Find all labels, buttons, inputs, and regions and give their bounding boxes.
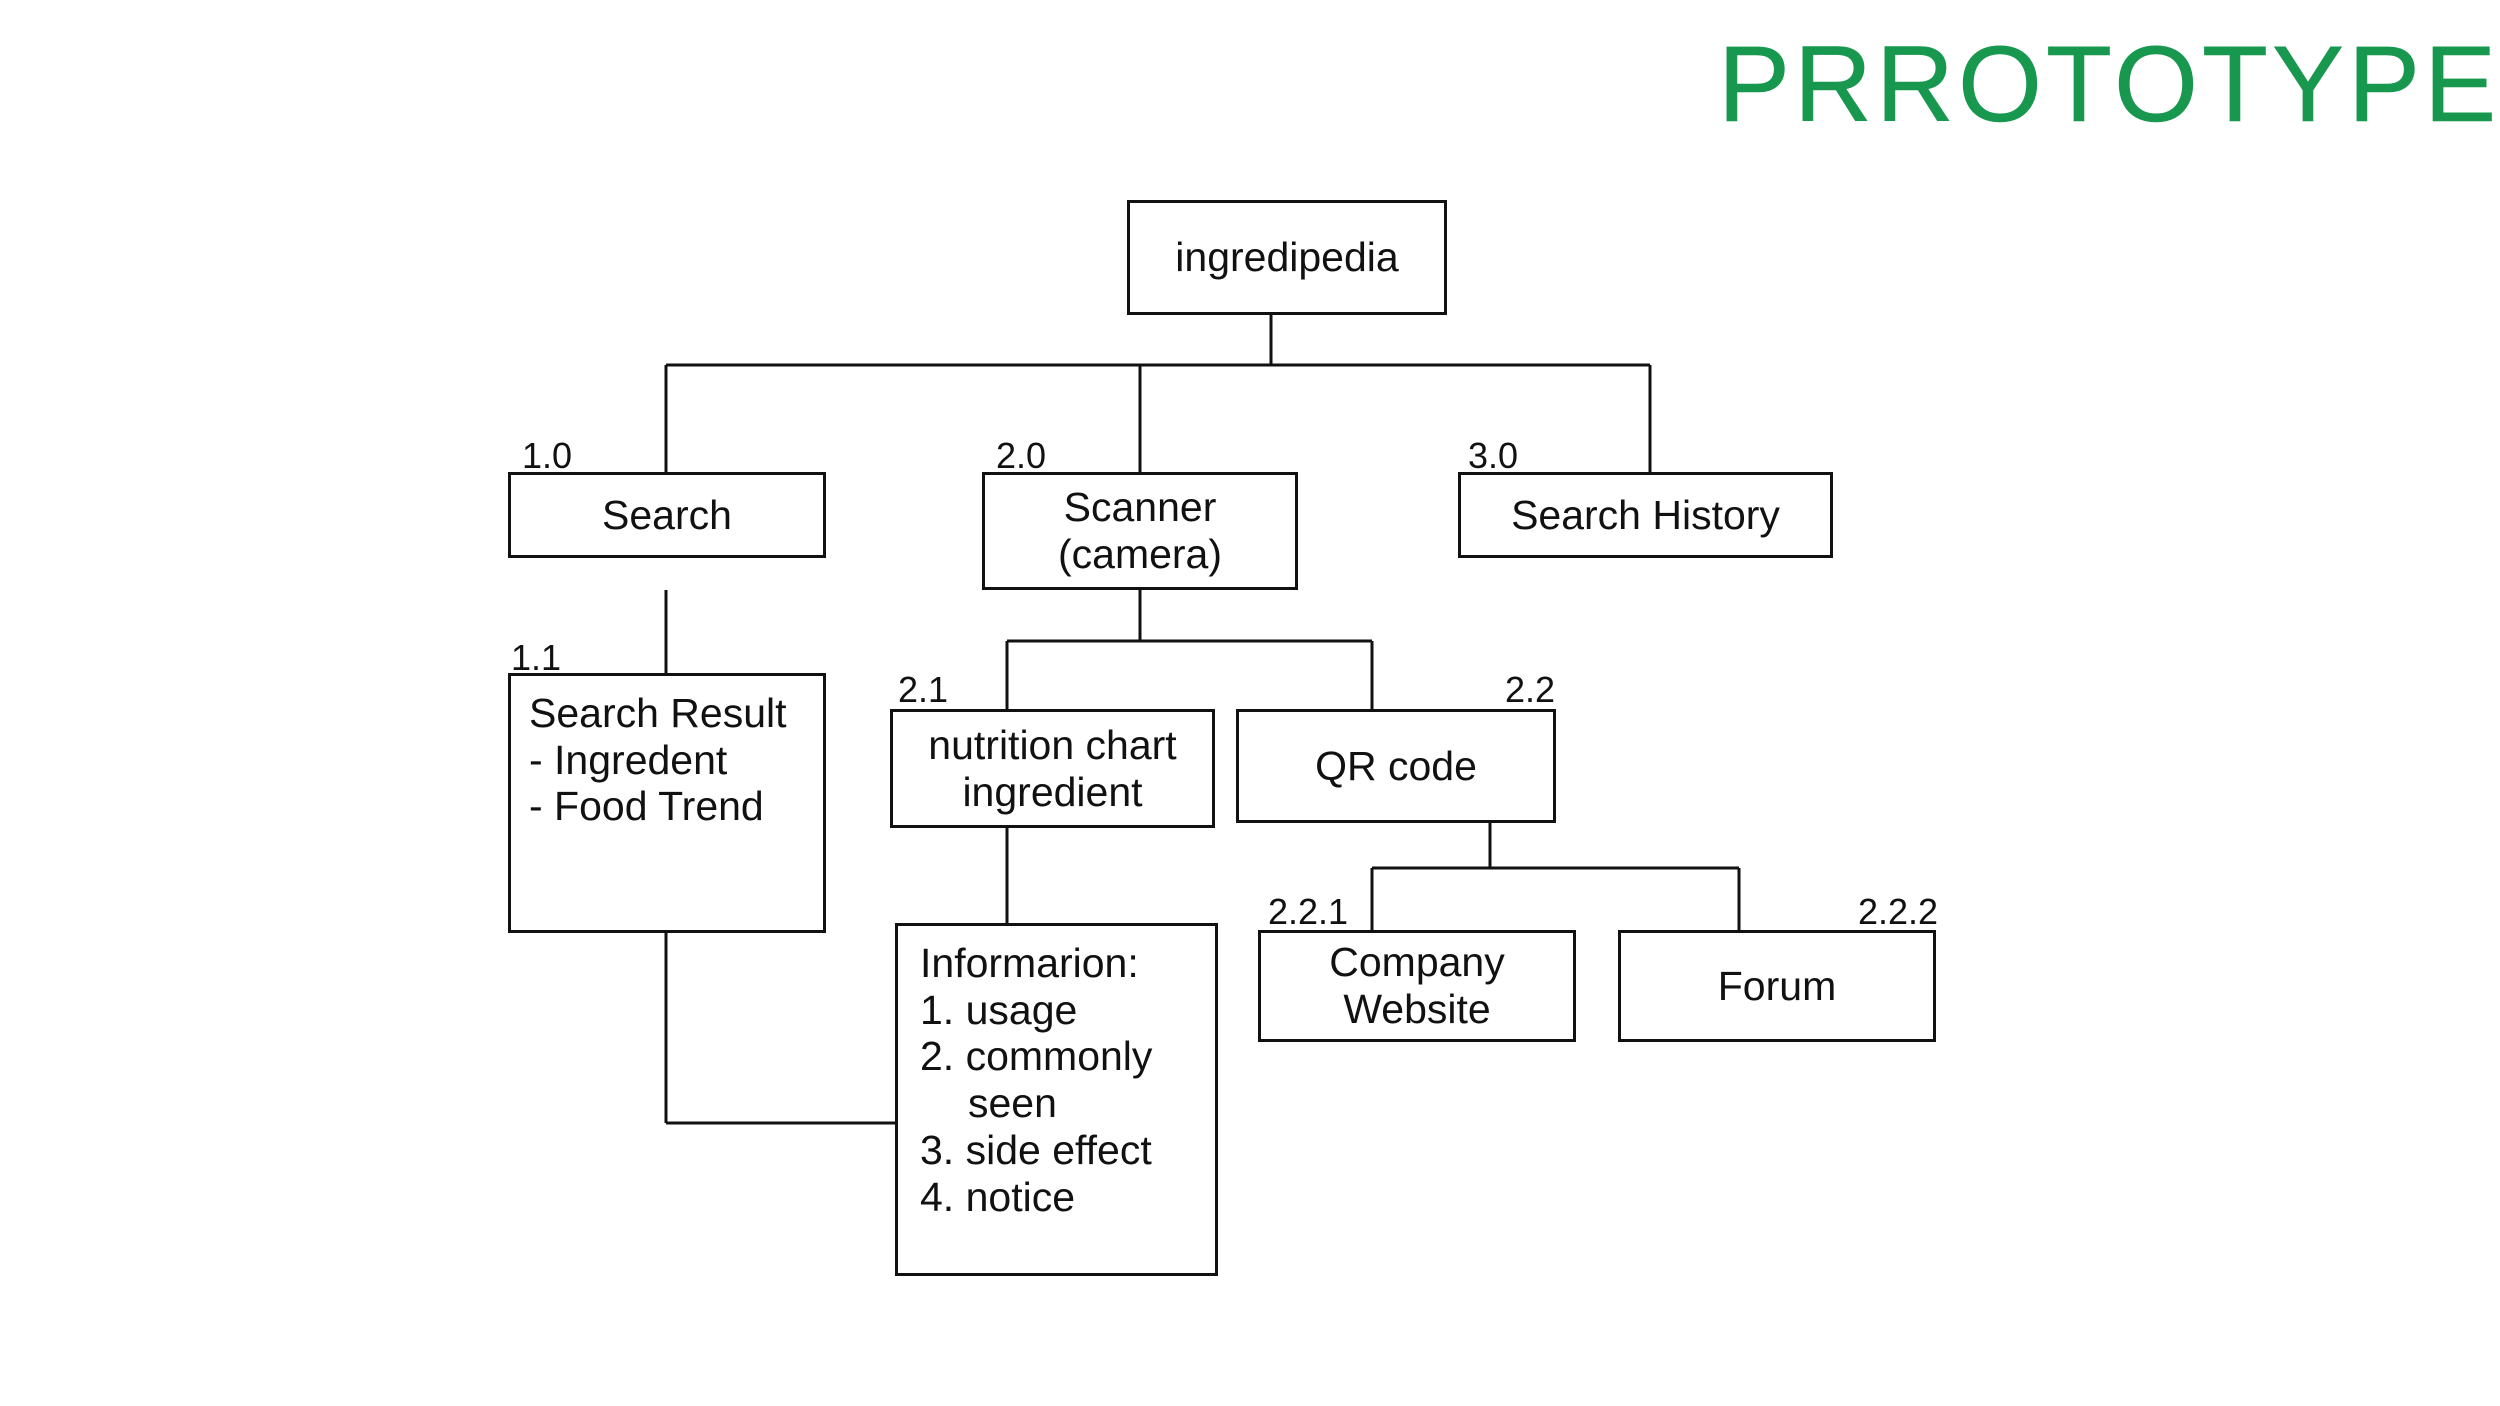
node-label-line1: Informarion: [920,940,1139,986]
slide-title: PRROTOTYPE [1718,23,2500,144]
node-label: Search [602,491,732,538]
node-qr-code[interactable]: QR code [1236,709,1556,823]
node-label-line1: Search Result [529,690,787,736]
node-label-line6: 4. notice [920,1173,1075,1220]
node-label-line1: nutrition chart [928,721,1177,768]
node-label-line2: - Ingredent [529,736,728,783]
node-nutrition-chart[interactable]: nutrition chart ingredient [890,709,1215,828]
node-label-line2: Website [1343,986,1491,1032]
ref-2-0: 2.0 [996,435,1047,476]
node-label: QR code [1315,742,1477,789]
node-ingredipedia[interactable]: ingredipedia [1127,200,1447,315]
node-label-line4: seen [968,1080,1057,1127]
node-label-line3: 2. commonly [920,1033,1153,1080]
ref-2-2-1: 2.2.1 [1268,891,1349,932]
node-search[interactable]: Search [508,472,826,558]
node-company-website[interactable]: Company Website [1258,930,1576,1042]
node-information[interactable]: Informarion: 1. usage 2. commonly seen 3… [895,923,1218,1276]
node-search-history[interactable]: Search History [1458,472,1833,558]
node-label-line3: - Food Trend [529,783,764,830]
node-label-line1: Company [1329,939,1505,986]
ref-1-1: 1.1 [511,637,562,678]
node-search-result[interactable]: Search Result - Ingredent - Food Trend [508,673,826,933]
ref-2-2-2: 2.2.2 [1858,891,1939,932]
ref-2-2: 2.2 [1505,669,1556,710]
node-forum[interactable]: Forum [1618,930,1936,1042]
node-label-line2: 1. usage [920,986,1078,1033]
ref-1-0: 1.0 [522,435,573,476]
node-label: Search History [1511,491,1780,538]
node-label-line2: ingredient [962,768,1143,815]
node-label-line1: Scanner [1063,484,1217,531]
ref-3-0: 3.0 [1468,435,1519,476]
node-scanner[interactable]: Scanner (camera) [982,472,1298,590]
ref-2-1: 2.1 [898,669,949,710]
node-label: ingredipedia [1175,234,1399,281]
node-label-line2: (camera) [1057,531,1223,577]
node-label-line5: 3. side effect [920,1126,1152,1173]
node-label: Forum [1717,962,1837,1009]
